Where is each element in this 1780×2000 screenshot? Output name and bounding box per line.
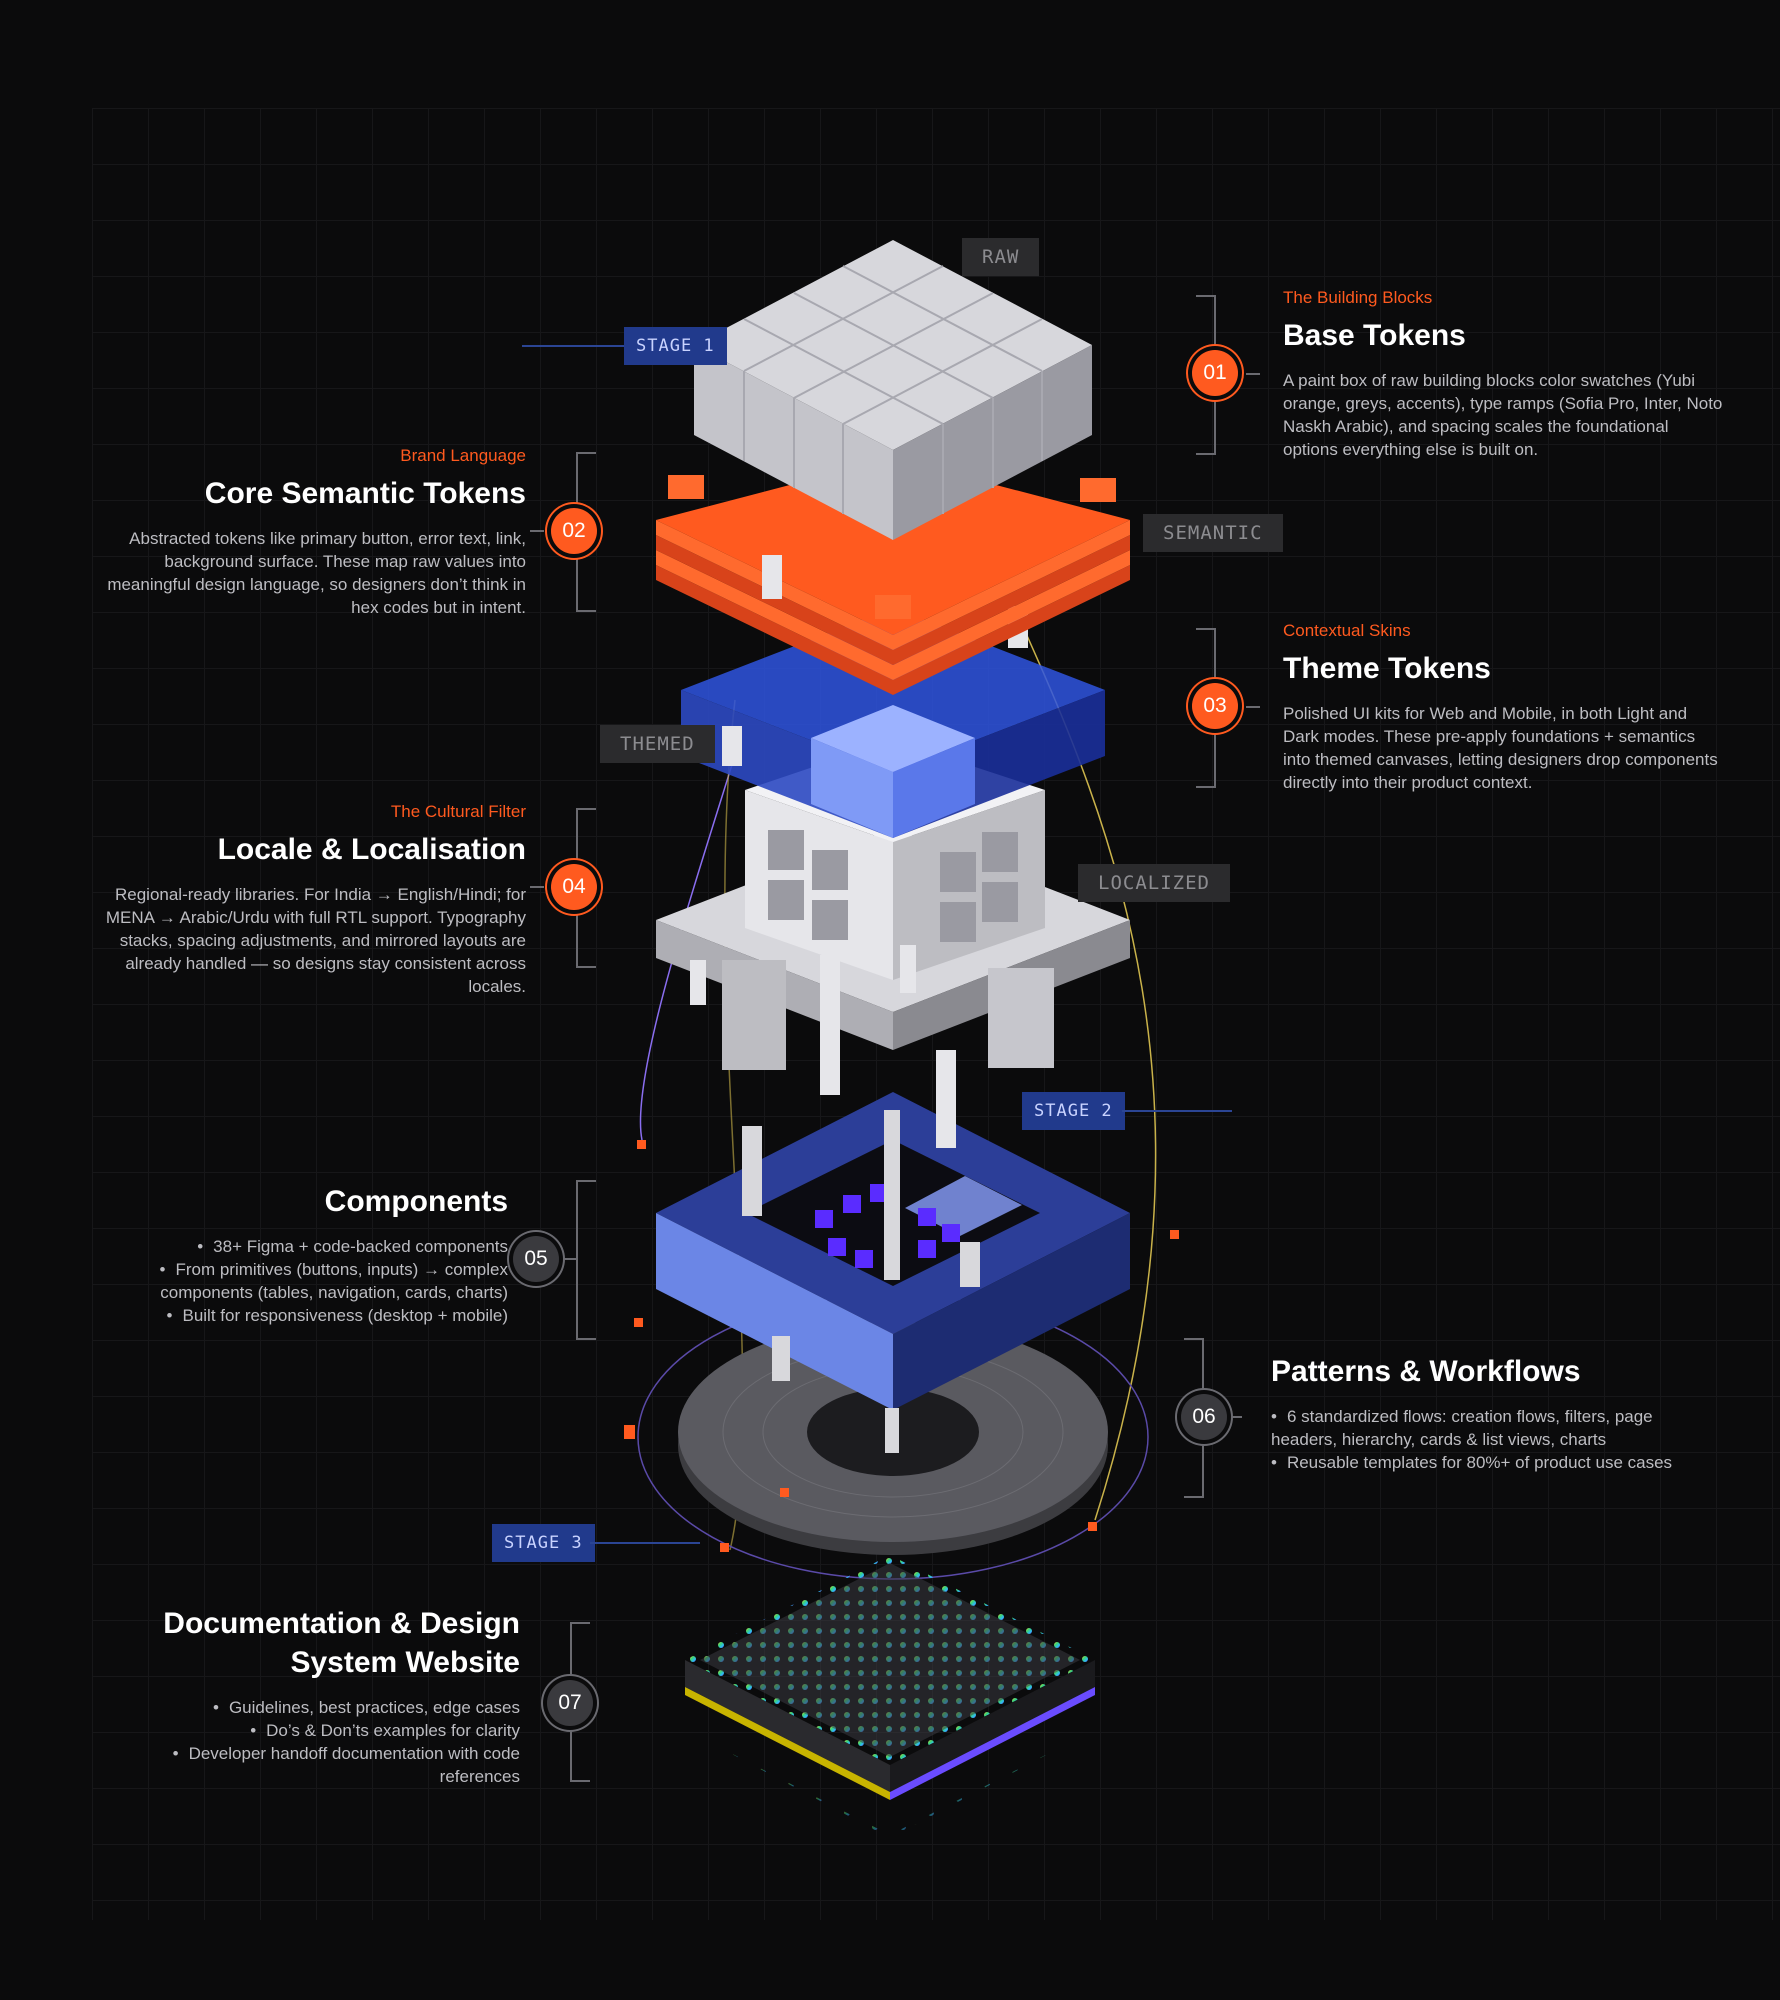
section-title: Core Semantic Tokens xyxy=(204,477,526,510)
eyebrow: Brand Language xyxy=(400,446,526,465)
badge-05: 05 xyxy=(513,1236,559,1282)
stage1-line xyxy=(522,345,624,347)
bullet-list: •6 standardized flows: creation flows, f… xyxy=(1271,1405,1711,1474)
stage-1-tag: STAGE 1 xyxy=(624,327,727,365)
section-title: Components xyxy=(324,1185,508,1218)
bracket-05 xyxy=(576,1180,596,1340)
section-title: Documentation & Design System Website xyxy=(163,1607,520,1679)
blue-component-frame-icon xyxy=(656,1092,1130,1453)
tick-04 xyxy=(530,886,544,888)
section-components: Components •38+ Figma + code-backed comp… xyxy=(120,1182,509,1327)
orange-layer-stack-icon xyxy=(656,458,1130,695)
section-base-tokens: The Building Blocks Base Tokens A paint … xyxy=(1283,288,1723,461)
section-desc: Regional-ready libraries. For India → En… xyxy=(105,885,526,996)
section-desc: Abstracted tokens like primary button, e… xyxy=(107,529,526,617)
list-item: •Do’s & Don’ts examples for clarity xyxy=(250,1721,520,1740)
particles xyxy=(624,1140,1179,1552)
section-title: Theme Tokens xyxy=(1283,652,1491,685)
section-locale: The Cultural Filter Locale & Localisatio… xyxy=(95,802,526,998)
list-item: •Developer handoff documentation with co… xyxy=(172,1744,520,1786)
bullet-list: •38+ Figma + code-backed components •Fro… xyxy=(120,1235,509,1327)
section-theme-tokens: Contextual Skins Theme Tokens Polished U… xyxy=(1283,621,1723,794)
tick-02 xyxy=(530,530,544,532)
themed-tag: THEMED xyxy=(600,725,715,763)
raw-tag: RAW xyxy=(962,238,1040,276)
section-title: Locale & Localisation xyxy=(217,833,526,866)
isometric-cube-grid-icon xyxy=(694,240,1092,540)
badge-02: 02 xyxy=(551,508,597,554)
list-item: •Reusable templates for 80%+ of product … xyxy=(1271,1453,1673,1472)
semantic-tag: SEMANTIC xyxy=(1143,514,1283,552)
list-item: •Built for responsiveness (desktop + mob… xyxy=(166,1306,508,1325)
section-desc: A paint box of raw building blocks color… xyxy=(1283,371,1723,459)
badge-06: 06 xyxy=(1181,1394,1227,1440)
tick-06 xyxy=(1228,1416,1242,1418)
badge-01: 01 xyxy=(1192,350,1238,396)
tick-03 xyxy=(1246,706,1260,708)
section-core-semantic-tokens: Brand Language Core Semantic Tokens Abst… xyxy=(95,446,526,619)
list-item: •From primitives (buttons, inputs) → com… xyxy=(159,1260,509,1302)
led-chip-icon xyxy=(685,1555,1095,1838)
bullet-list: •Guidelines, best practices, edge cases … xyxy=(120,1696,520,1788)
badge-07: 07 xyxy=(547,1680,593,1726)
building-block-icon xyxy=(656,740,1130,1148)
section-title: Base Tokens xyxy=(1283,319,1466,352)
stage3-line xyxy=(590,1542,700,1544)
list-item: •6 standardized flows: creation flows, f… xyxy=(1271,1407,1653,1449)
eyebrow: The Building Blocks xyxy=(1283,288,1433,307)
stage-2-tag: STAGE 2 xyxy=(1022,1092,1125,1130)
stage2-line xyxy=(1122,1110,1232,1112)
badge-03: 03 xyxy=(1192,683,1238,729)
list-item: •38+ Figma + code-backed components xyxy=(197,1237,508,1256)
badge-04: 04 xyxy=(551,864,597,910)
stage-3-tag: STAGE 3 xyxy=(492,1524,595,1562)
eyebrow: The Cultural Filter xyxy=(390,802,526,821)
list-item: •Guidelines, best practices, edge cases xyxy=(212,1698,520,1717)
section-documentation: Documentation & Design System Website •G… xyxy=(120,1604,520,1788)
eyebrow: Contextual Skins xyxy=(1283,621,1411,640)
section-desc: Polished UI kits for Web and Mobile, in … xyxy=(1283,704,1718,792)
section-title: Patterns & Workflows xyxy=(1271,1355,1581,1388)
tick-05 xyxy=(562,1258,576,1260)
section-patterns: Patterns & Workflows •6 standardized flo… xyxy=(1271,1352,1711,1474)
localized-tag: LOCALIZED xyxy=(1078,864,1230,902)
tick-01 xyxy=(1246,373,1260,375)
